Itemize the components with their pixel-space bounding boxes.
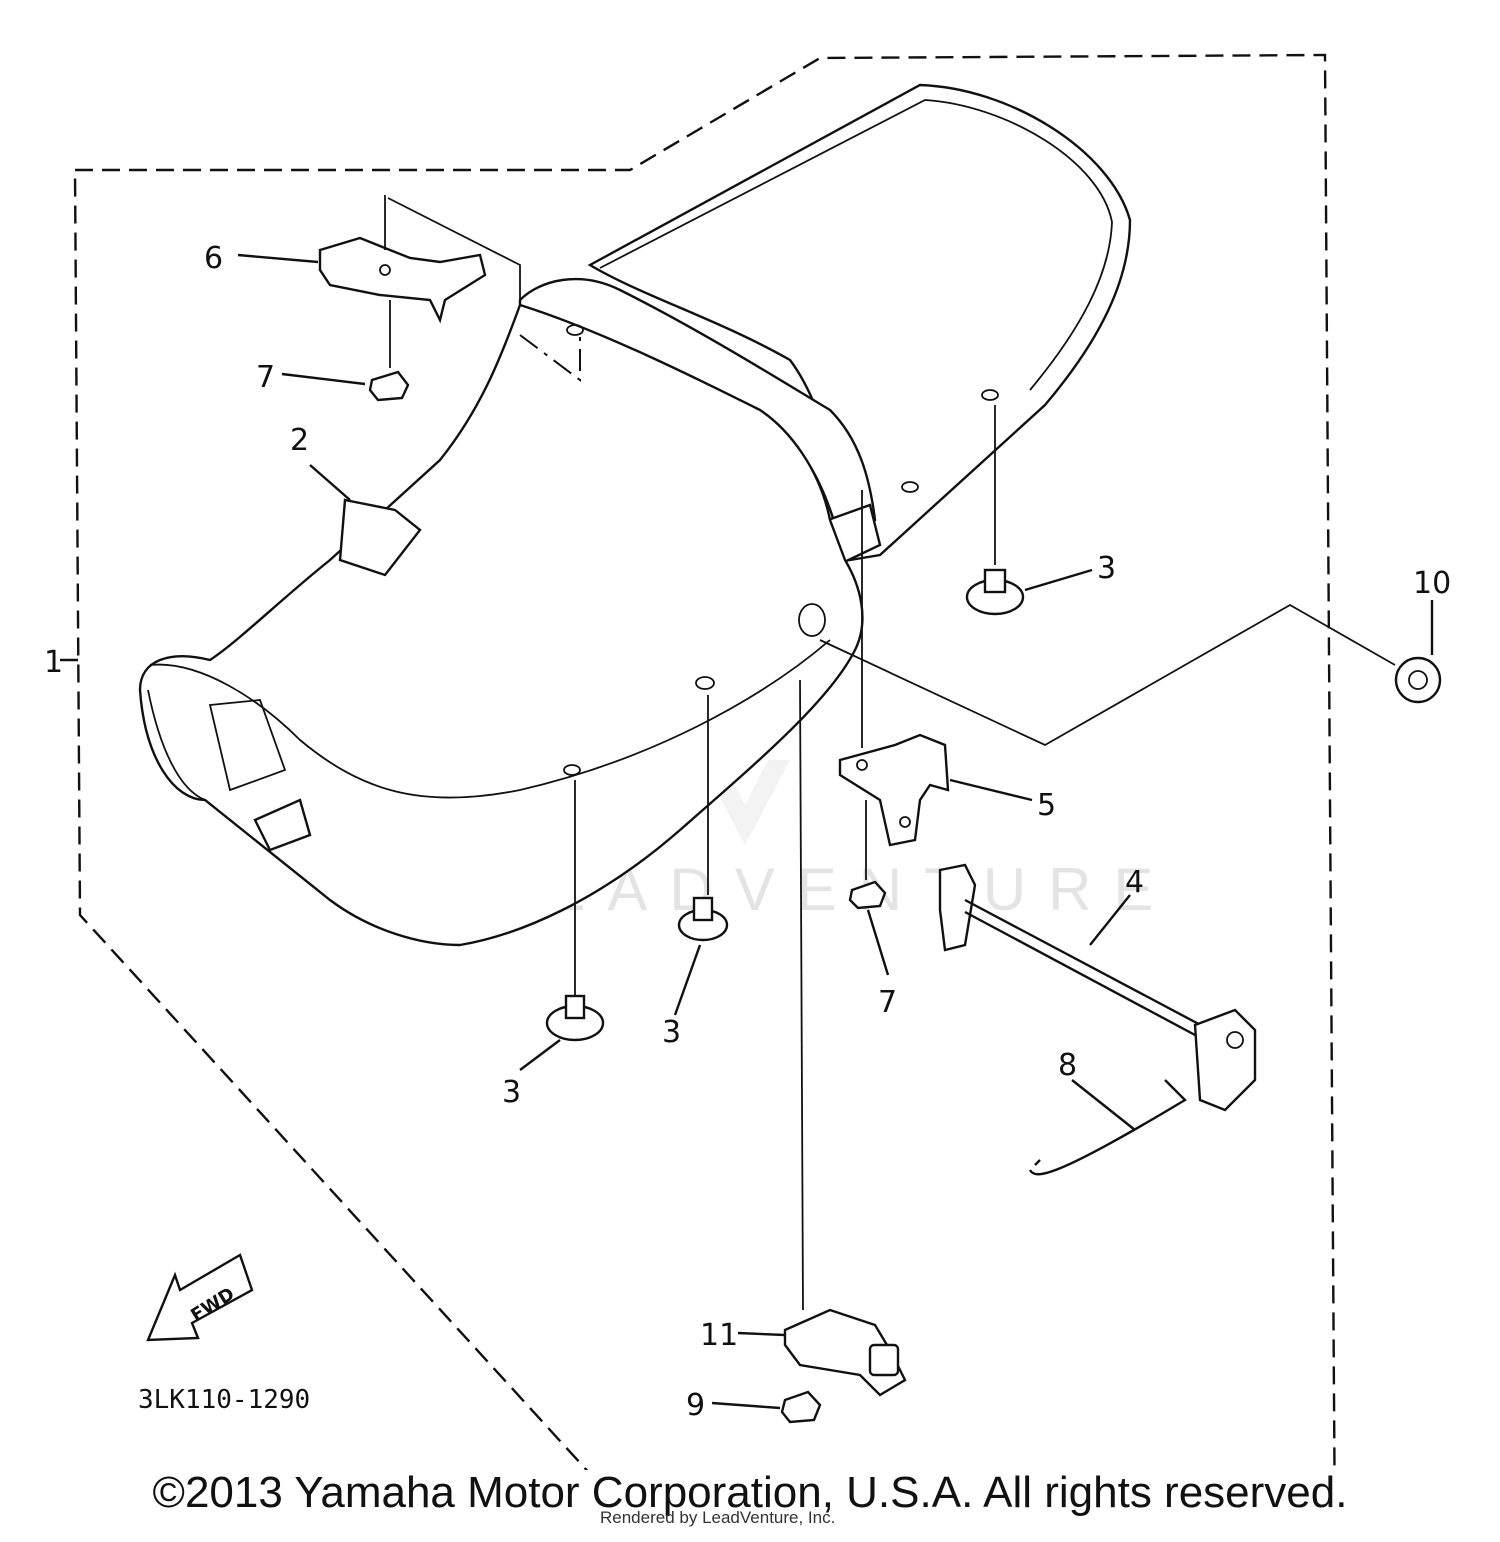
copyright-notice: ©2013 Yamaha Motor Corporation, U.S.A. A… <box>152 1468 1348 1517</box>
callout-7-upper: 7 <box>256 360 275 395</box>
callout-3-left: 3 <box>502 1075 521 1110</box>
callout-9: 9 <box>686 1388 705 1423</box>
callout-7-lower: 7 <box>878 985 897 1020</box>
part-9-nut <box>711 1390 822 1424</box>
callout-2: 2 <box>290 423 309 458</box>
part-3-grommet-right <box>965 405 1093 616</box>
assembly-boundary <box>73 53 1336 1470</box>
part-3-grommet-left <box>519 780 605 1071</box>
part-3-grommet-center <box>673 695 729 1016</box>
part-8-spring <box>1028 1079 1187 1176</box>
callout-3-right: 3 <box>1097 551 1116 586</box>
callout-8: 8 <box>1058 1048 1077 1083</box>
callout-1: 1 <box>44 645 63 680</box>
part-5-hinge <box>838 490 1033 847</box>
part-10-cap <box>819 600 1442 747</box>
part-4-rod <box>938 863 1257 1112</box>
part-2-tab <box>309 464 422 577</box>
part-11-lock <box>737 679 907 1397</box>
callout-4: 4 <box>1125 865 1144 900</box>
diagram-code: 3LK110-1290 <box>138 1385 310 1415</box>
callout-6: 6 <box>204 241 223 276</box>
rendered-by-note: Rendered by LeadVenture, Inc. <box>600 1508 836 1527</box>
callout-11: 11 <box>700 1318 738 1353</box>
callout-10: 10 <box>1413 566 1451 601</box>
parts-diagram: LEADVENTURE <box>44 53 1451 1470</box>
front-direction-arrow-icon: FWD <box>146 1253 254 1342</box>
part-6-bracket <box>237 195 581 382</box>
seat-assembly <box>138 83 1132 947</box>
part-7-nut-upper <box>281 300 410 402</box>
callout-5: 5 <box>1037 788 1056 823</box>
callout-3-center: 3 <box>662 1015 681 1050</box>
part-7-nut-lower <box>848 800 890 976</box>
